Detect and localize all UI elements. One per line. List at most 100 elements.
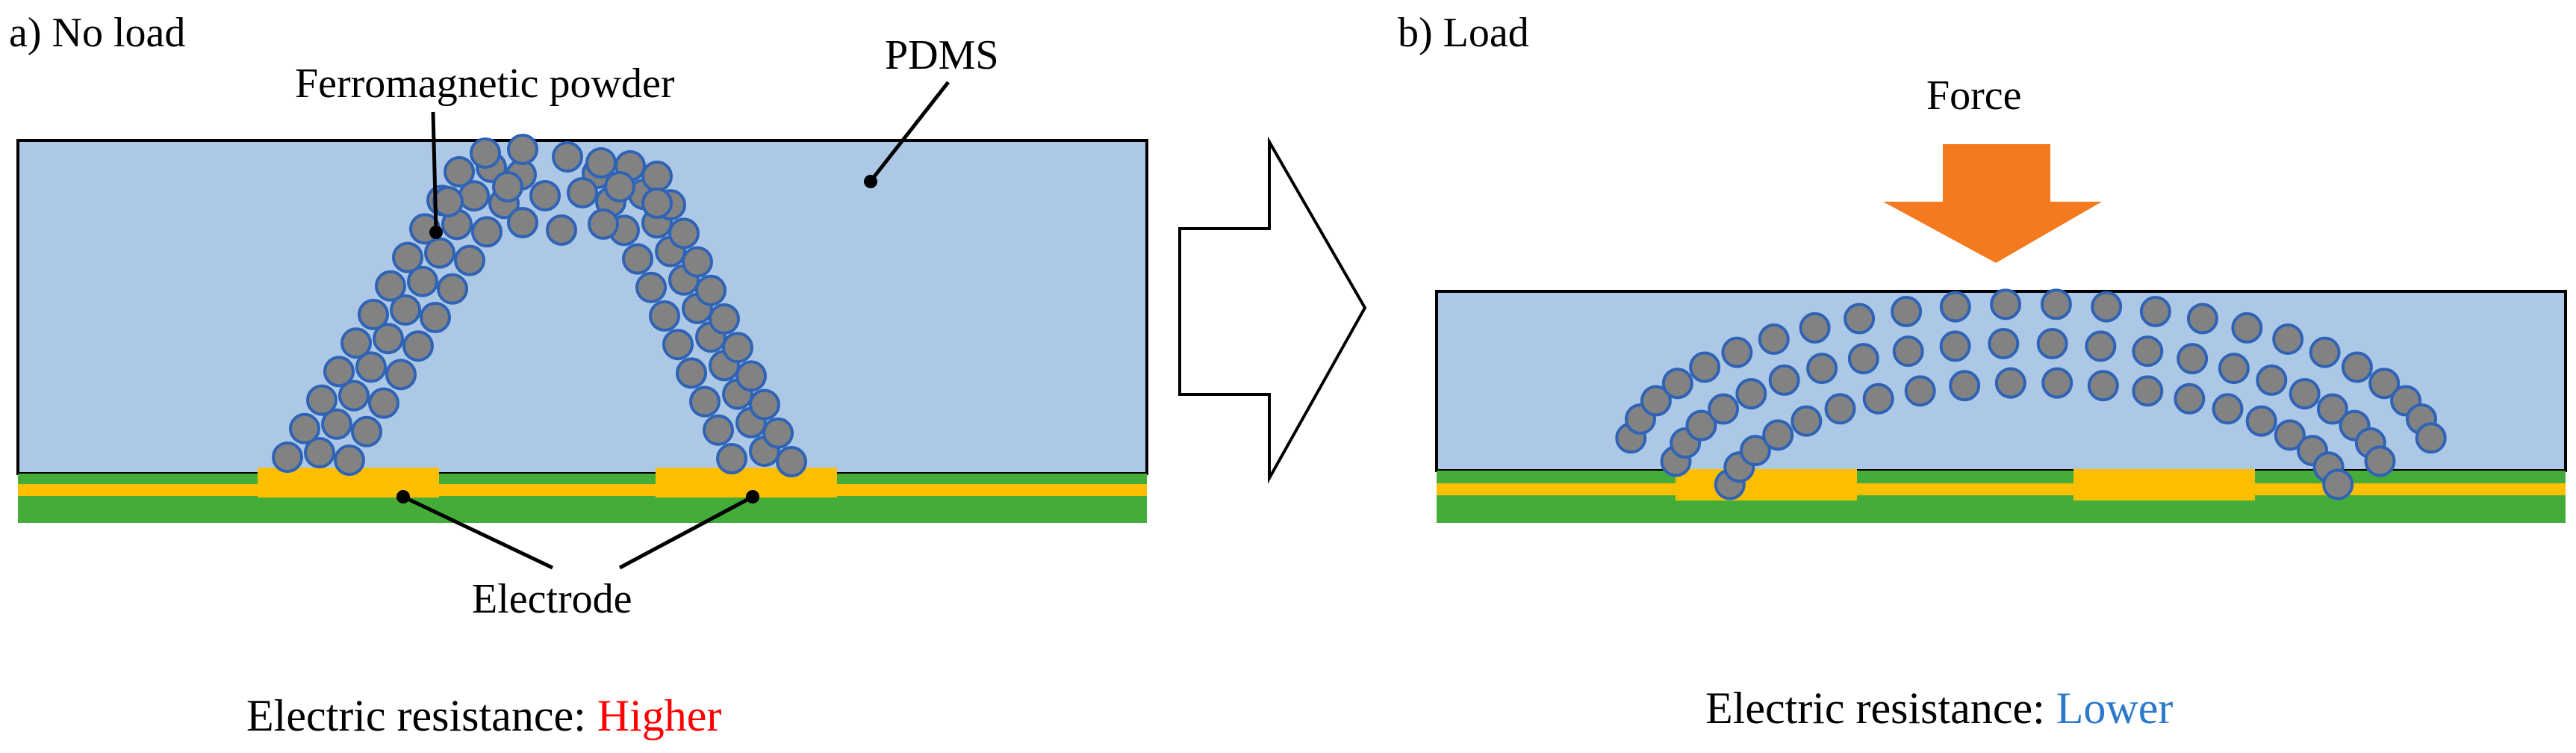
powder-particle	[2415, 422, 2447, 454]
powder-particle	[1739, 435, 1771, 467]
powder-particle	[375, 270, 406, 302]
powder-particle	[358, 299, 389, 330]
force-label: Force	[1926, 72, 2022, 119]
powder-particle	[776, 446, 807, 477]
powder-particle	[289, 412, 320, 444]
powder-particle	[2364, 445, 2396, 477]
powder-particle	[1689, 351, 1721, 383]
powder-particles	[272, 134, 807, 477]
powder-particle	[1990, 288, 2022, 320]
powder-particle	[1708, 393, 1740, 425]
powder-particle	[471, 216, 503, 248]
powder-particle	[1939, 291, 1971, 323]
powder-particle	[321, 408, 352, 440]
powder-particle	[622, 243, 653, 275]
powder-particle	[641, 161, 673, 192]
powder-particle	[507, 207, 538, 238]
powder-particle	[272, 441, 303, 473]
powder-particle	[2036, 328, 2068, 360]
resistance-higher-caption: Electric resistance: Higher	[246, 691, 721, 740]
powder-particle	[492, 171, 523, 202]
powder-particle	[762, 417, 794, 449]
arrow-right-outline-icon	[1178, 136, 1367, 484]
powder-particle	[2041, 367, 2073, 399]
powder-particle	[2245, 405, 2277, 437]
powder-particle	[1988, 328, 2020, 360]
panel-a-title: a) No load	[9, 10, 185, 56]
powder-particle	[1791, 405, 1823, 437]
powder-particle	[635, 271, 667, 303]
pdms-pointer-dot	[864, 175, 877, 188]
electrode-left-pointer-dot	[396, 490, 410, 503]
electrode-label: Electrode	[472, 576, 632, 622]
powder-particle	[334, 444, 365, 476]
powder-particle	[722, 332, 753, 364]
powder-particle	[567, 177, 598, 208]
powder-particle	[1758, 323, 1790, 356]
powder-particle	[676, 357, 707, 389]
powder-particle	[703, 414, 734, 446]
powder-particle	[1891, 296, 1923, 328]
powder-particle	[604, 171, 635, 202]
powder-particle	[2186, 303, 2218, 335]
powder-particle	[1661, 368, 1693, 400]
panel-b-title: b) Load	[1398, 10, 1529, 56]
powder-particle	[689, 385, 721, 418]
powder-particle	[1762, 419, 1794, 451]
powder-particle	[682, 246, 713, 278]
resistance-value-lower: Lower	[2056, 684, 2174, 733]
conductor-line-b	[1437, 483, 2566, 495]
powder-particle	[2368, 368, 2401, 400]
powder-particle	[424, 237, 455, 269]
powder-particle	[2085, 330, 2117, 362]
powder-particle	[2174, 382, 2206, 415]
electrode-right	[656, 468, 837, 498]
electrode-right-b	[2073, 469, 2255, 501]
powder-particle	[392, 241, 423, 273]
powder-particle	[385, 359, 417, 391]
powder-particle	[1640, 385, 1672, 417]
powder-particle	[1892, 335, 1924, 368]
powder-particle	[749, 388, 780, 421]
panel-load: b) Load Force Electric resistance: Lower	[1398, 10, 2567, 733]
powder-particle	[437, 273, 468, 305]
powder-particle	[1862, 382, 1894, 415]
resistance-lower-caption: Electric resistance: Lower	[1705, 684, 2173, 733]
powder-particle	[2316, 393, 2348, 425]
svg-text:Electric resistance: Higher: Electric resistance: Higher	[246, 691, 721, 740]
powder-particle	[1939, 330, 1971, 362]
powder-particle	[668, 217, 700, 250]
powder-particle	[454, 244, 485, 276]
electrode-right-pointer-dot	[746, 490, 759, 503]
powder-particle	[323, 356, 355, 388]
powder-particle	[402, 330, 434, 362]
powder-particle	[390, 294, 421, 326]
svg-text:Electric resistance: Lower: Electric resistance: Lower	[1705, 684, 2173, 733]
powder-particle	[420, 302, 451, 333]
powder-particle	[407, 265, 438, 297]
powder-particle	[2256, 364, 2288, 396]
powder-particle	[1844, 303, 1876, 335]
powder-particle	[338, 379, 370, 412]
powder-particle	[351, 415, 382, 447]
powder-particle	[2139, 296, 2171, 328]
powder-particle	[2272, 323, 2304, 356]
powder-particle	[2091, 291, 2123, 323]
powder-particle	[2322, 468, 2354, 501]
powder-particle	[2212, 393, 2244, 425]
powder-particle	[432, 186, 464, 217]
powder-particle	[662, 329, 694, 361]
leader-lines	[396, 81, 950, 570]
substrate-b	[1437, 471, 2566, 523]
powder-particle	[2218, 353, 2250, 385]
powder-particle	[2274, 419, 2306, 451]
powder-particle	[2341, 351, 2373, 383]
electrode-left-b	[1676, 469, 1857, 501]
powder-particle	[368, 387, 399, 419]
powder-particle	[304, 437, 335, 468]
powder-particle	[709, 303, 740, 335]
conductor-line	[18, 484, 1147, 496]
powder-particle	[2231, 312, 2263, 344]
pdms-label: PDMS	[885, 32, 999, 78]
powder-particle	[2040, 288, 2072, 320]
